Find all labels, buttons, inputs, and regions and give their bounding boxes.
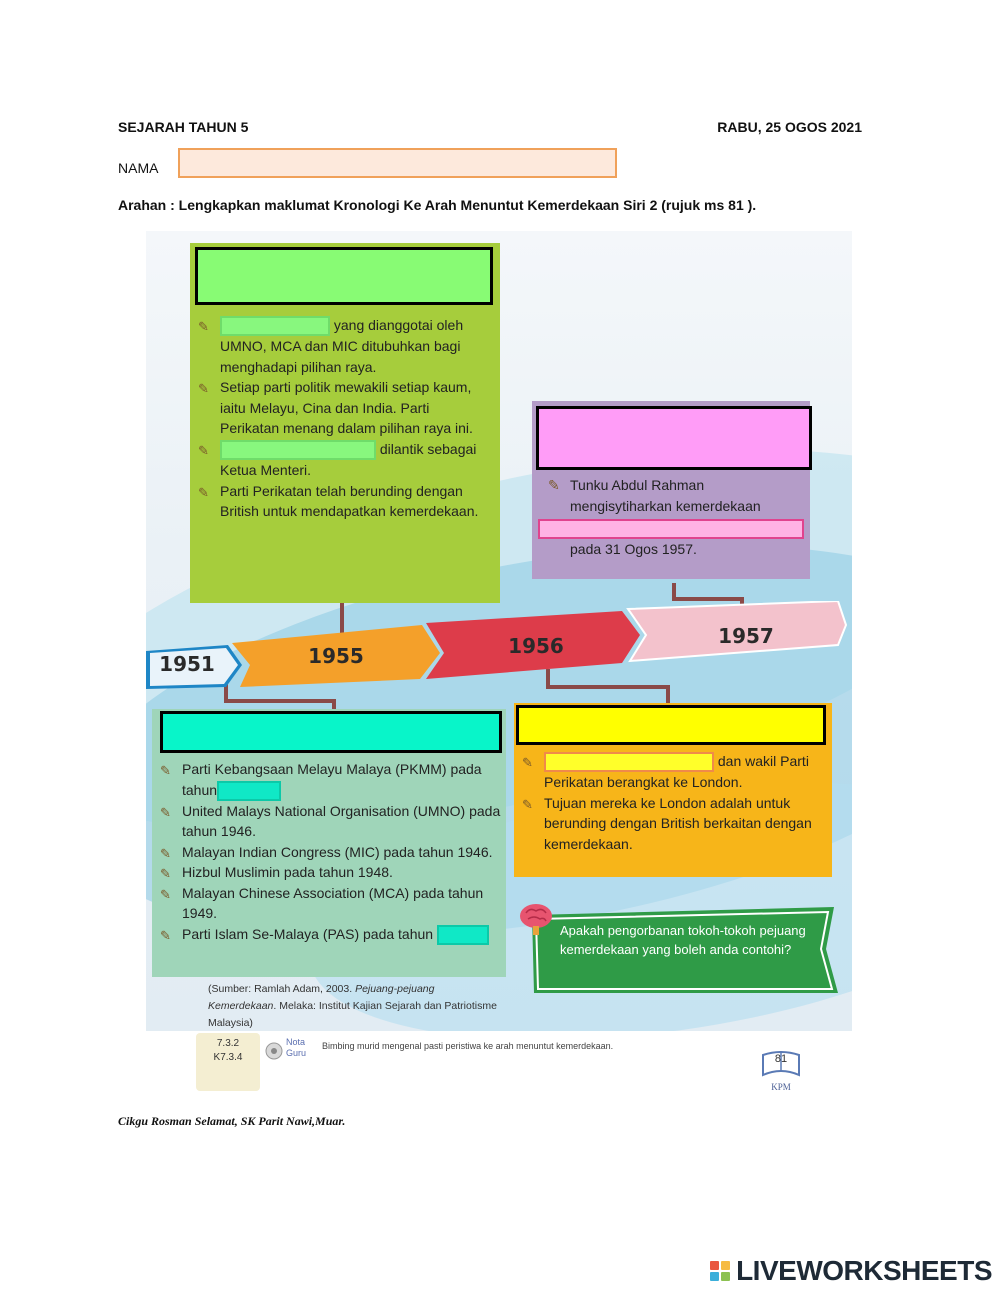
card-1955-answer-2[interactable] [220, 440, 376, 461]
name-label: NAMA [118, 160, 159, 176]
timeline-year-1956: 1956 [508, 634, 564, 658]
pencil-bullet-icon: ✎ [160, 866, 171, 882]
card-1956-title-input[interactable] [516, 705, 826, 745]
card-1956-bullets: ✎ dan wakil Parti Perikatan berangkat ke… [514, 751, 820, 854]
note-icon [265, 1042, 283, 1060]
timeline-year-1955: 1955 [308, 644, 364, 668]
instruction: Arahan : Lengkapkan maklumat Kronologi K… [118, 197, 757, 213]
teacher-note: 7.3.2 K7.3.4 Nota Guru Bimbing murid men… [196, 1033, 816, 1093]
pencil-bullet-icon: ✎ [522, 796, 533, 812]
page-number-badge: 81 KPM [756, 1051, 806, 1092]
card-1957-answer[interactable] [538, 519, 804, 540]
list-item: ✎Malayan Chinese Association (MCA) pada … [160, 884, 484, 922]
date: RABU, 25 OGOS 2021 [717, 119, 862, 135]
card-1951-title-input[interactable] [160, 711, 502, 753]
card-1957-text: ✎Tunku Abdul Rahman mengisytiharkan keme… [532, 475, 804, 560]
skill-codes: 7.3.2 K7.3.4 [196, 1033, 260, 1091]
page-number: 81 [774, 1053, 788, 1065]
note-text: Bimbing murid mengenal pasti peristiwa k… [322, 1041, 614, 1051]
card-1951-answer-2[interactable] [436, 925, 489, 946]
pencil-bullet-icon: ✎ [548, 477, 560, 493]
textbook-scene: 1951 1955 1956 1957 ✎ yang dianggotai ol… [146, 231, 852, 1031]
card-1956-answer[interactable] [544, 752, 714, 773]
question-banner-shape [532, 907, 838, 993]
pencil-bullet-icon: ✎ [160, 845, 171, 861]
list-item: ✎ dan wakil Parti Perikatan berangkat ke… [522, 752, 809, 791]
pencil-bullet-icon: ✎ [160, 886, 171, 902]
book-icon [762, 1051, 800, 1077]
pencil-bullet-icon: ✎ [160, 927, 171, 943]
timeline-year-1951: 1951 [159, 652, 215, 676]
brain-icon [520, 904, 552, 935]
name-input[interactable] [178, 148, 617, 178]
card-1955-bullets: ✎ yang dianggotai oleh UMNO, MCA dan MIC… [190, 315, 490, 522]
pencil-bullet-icon: ✎ [522, 755, 533, 770]
pencil-bullet-icon: ✎ [198, 381, 209, 397]
list-item: ✎Setiap parti politik mewakili setiap ka… [198, 379, 473, 437]
pencil-bullet-icon: ✎ [198, 319, 209, 334]
subject-title: SEJARAH TAHUN 5 [118, 119, 249, 135]
card-1951: ✎Parti Kebangsaan Melayu Malaya (PKMM) p… [152, 709, 506, 977]
timeline-arrow [146, 601, 848, 689]
liveworksheets-logo-icon [710, 1261, 731, 1281]
list-item: ✎United Malays National Organisation (UM… [160, 802, 501, 840]
brand-text: LIVEWORKSHEETS [736, 1255, 992, 1286]
question-text: Apakah pengorbanan tokoh-tokoh pejuang k… [560, 923, 806, 957]
list-item: ✎Malayan Indian Congress (MIC) pada tahu… [152, 842, 502, 863]
card-1951-bullets: ✎Parti Kebangsaan Melayu Malaya (PKMM) p… [152, 759, 502, 946]
pencil-bullet-icon: ✎ [160, 763, 171, 778]
card-1955-answer-1[interactable] [220, 316, 330, 337]
card-1956: ✎ dan wakil Parti Perikatan berangkat ke… [514, 703, 832, 877]
author-signature: Cikgu Rosman Selamat, SK Parit Nawi,Muar… [118, 1114, 346, 1128]
list-item: ✎ yang dianggotai oleh UMNO, MCA dan MIC… [198, 316, 464, 375]
question-banner: Apakah pengorbanan tokoh-tokoh pejuang k… [518, 901, 844, 997]
list-item: ✎Parti Islam Se-Malaya (PAS) pada tahun [152, 924, 502, 946]
list-item: ✎Tujuan mereka ke London adalah untuk be… [522, 794, 812, 852]
note-label: Nota Guru [286, 1037, 307, 1058]
kpm-logo: KPM [771, 1082, 791, 1092]
list-item: ✎ dilantik sebagai Ketua Menteri. [198, 440, 477, 479]
timeline-year-1957: 1957 [718, 624, 774, 648]
pencil-bullet-icon: ✎ [198, 484, 209, 500]
liveworksheets-brand: LIVEWORKSHEETS [710, 1255, 992, 1287]
list-item: ✎Hizbul Muslimin pada tahun 1948. [152, 862, 502, 883]
card-1957: ✎Tunku Abdul Rahman mengisytiharkan keme… [532, 401, 812, 579]
pencil-bullet-icon: ✎ [198, 442, 209, 458]
list-item: ✎Parti Perikatan telah berunding dengan … [198, 482, 479, 520]
card-1955: ✎ yang dianggotai oleh UMNO, MCA dan MIC… [190, 243, 500, 603]
card-1951-answer-1[interactable] [217, 780, 282, 801]
pencil-bullet-icon: ✎ [160, 804, 171, 820]
source-citation: (Sumber: Ramlah Adam, 2003. Pejuang-peju… [208, 983, 497, 1029]
card-1957-title-input[interactable] [536, 406, 812, 470]
card-1955-title-input[interactable] [195, 247, 493, 305]
list-item: ✎Parti Kebangsaan Melayu Malaya (PKMM) p… [152, 759, 502, 801]
